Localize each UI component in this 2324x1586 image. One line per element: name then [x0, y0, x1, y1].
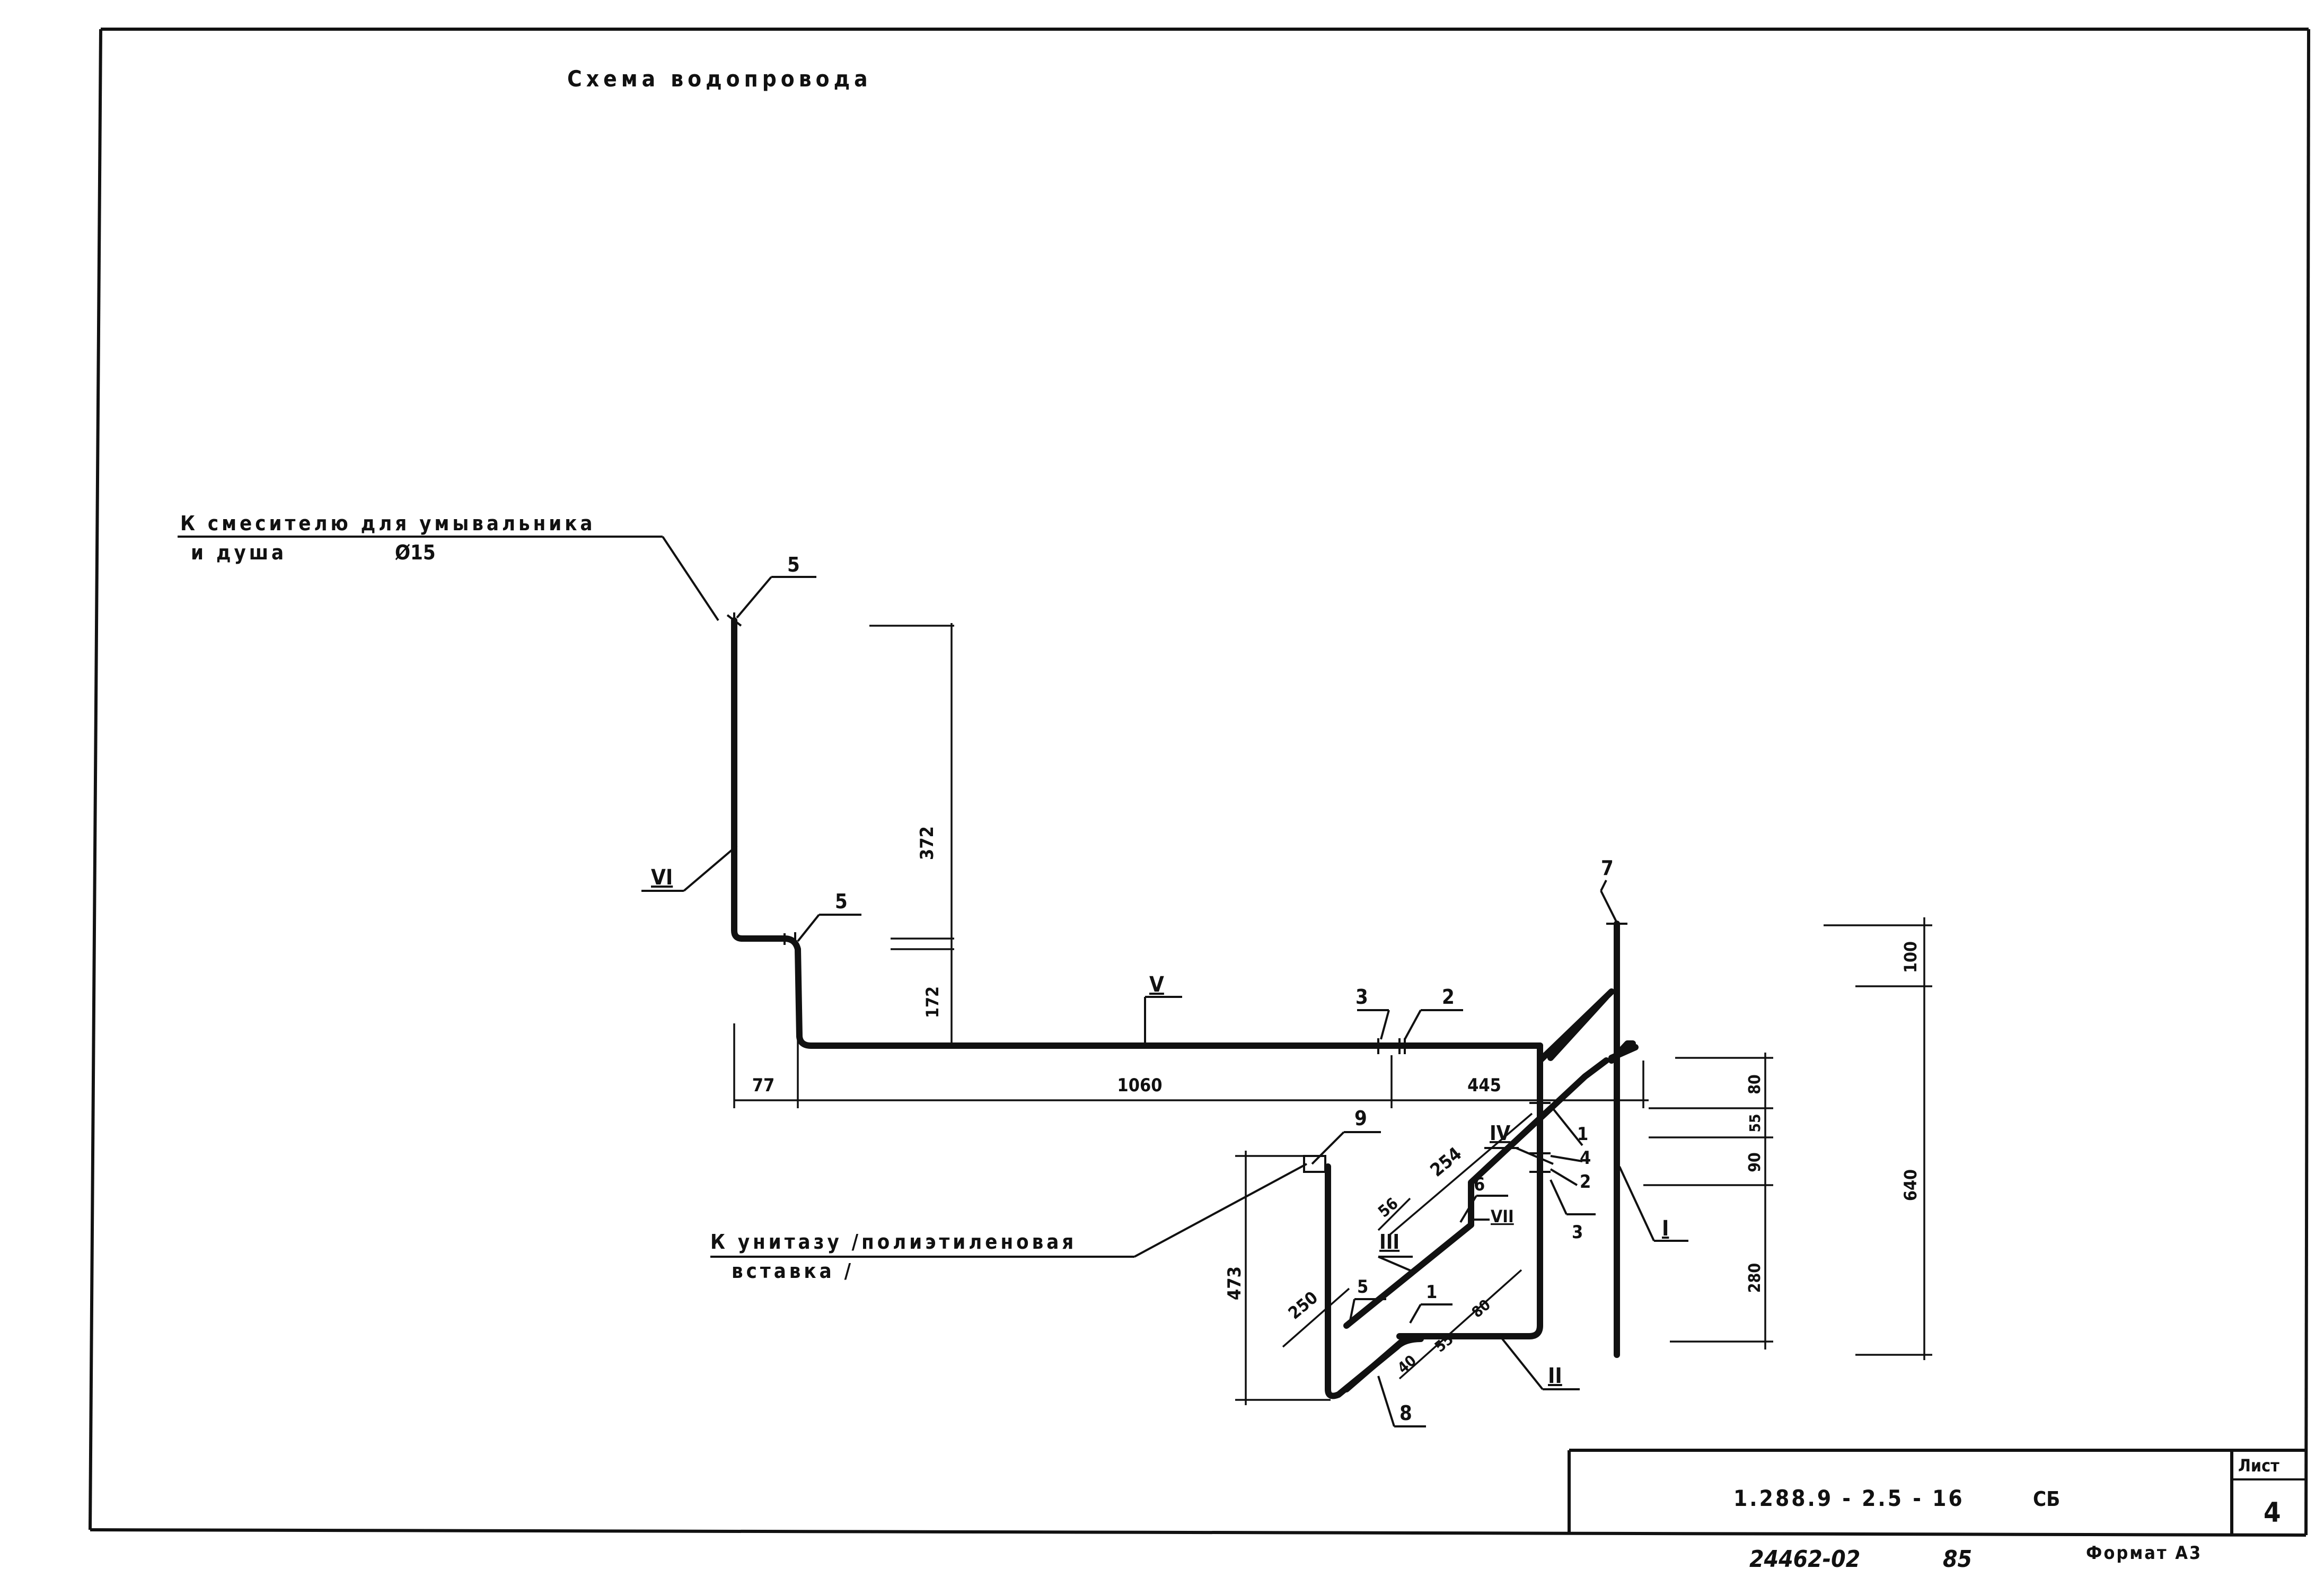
dim-372: 372	[917, 826, 938, 860]
dim-172: 172	[922, 986, 943, 1018]
part-1b: 1	[1426, 1282, 1437, 1303]
toilet-callout-line2: вставка /	[732, 1259, 854, 1283]
part-6: 6	[1474, 1174, 1485, 1195]
sheet-label: Лист	[2238, 1456, 2279, 1476]
footer: 24462-02 85 Формат А3	[1749, 1543, 2202, 1573]
fittings	[726, 612, 1627, 1173]
inventory-number: 24462-02	[1749, 1546, 1860, 1573]
inventory-year: 85	[1943, 1546, 1972, 1573]
section-vi: VI	[651, 865, 673, 890]
dim-56: 56	[1375, 1194, 1402, 1221]
part-4: 4	[1580, 1147, 1591, 1169]
sheet-format: Формат А3	[2086, 1543, 2202, 1564]
part-3a: 3	[1355, 985, 1368, 1009]
part-5a: 5	[787, 553, 800, 576]
dim-40: 40	[1394, 1352, 1420, 1377]
part-5b: 5	[835, 890, 848, 913]
mixer-callout-line2: и душа	[191, 541, 287, 564]
callout-toilet: К унитазу /полиэтиленовая вставка /	[710, 1163, 1307, 1283]
dimension-lines: 372 172 77 1060 445 100 640 80 55 90 280…	[733, 623, 1932, 1405]
dim-445: 445	[1467, 1075, 1501, 1096]
part-7: 7	[1601, 856, 1614, 880]
toilet-callout-line1: К унитазу /полиэтиленовая	[710, 1230, 1077, 1254]
part-2b: 2	[1580, 1171, 1591, 1193]
part-1a: 1	[1577, 1124, 1588, 1145]
dim-100: 100	[1900, 941, 1921, 973]
callout-mixer: К смесителю для умывальника и душа Ø15	[178, 512, 719, 621]
title-block: 1.288.9 - 2.5 - 16 СБ Лист 4	[1568, 1449, 2306, 1534]
dim-640: 640	[1900, 1169, 1921, 1201]
dim-80a: 80	[1746, 1074, 1764, 1094]
section-v: V	[1149, 972, 1164, 997]
dim-80b: 80	[1468, 1296, 1494, 1321]
pipe-branch-toilet	[1325, 1163, 1424, 1399]
dim-90: 90	[1746, 1152, 1764, 1172]
mixer-diameter: Ø15	[395, 541, 436, 564]
part-8: 8	[1399, 1401, 1412, 1425]
mixer-callout-line1: К смесителю для умывальника	[180, 512, 596, 535]
dim-77: 77	[752, 1075, 775, 1096]
section-vii: VII	[1491, 1206, 1514, 1226]
dim-473: 473	[1224, 1266, 1245, 1300]
part-9: 9	[1354, 1107, 1367, 1130]
dim-1060: 1060	[1117, 1075, 1162, 1096]
drawing-title: Схема водопровода	[567, 66, 872, 92]
dim-55a: 55	[1746, 1114, 1764, 1132]
part-2a: 2	[1442, 985, 1455, 1009]
section-labels: VI V I II III IV VII	[641, 845, 1688, 1390]
pipeline	[731, 617, 1639, 1399]
pipe-loop-ii	[1396, 1052, 1543, 1339]
document-code: 1.288.9 - 2.5 - 16	[1733, 1485, 1965, 1511]
drawing-frame	[89, 28, 2310, 1537]
section-iii: III	[1379, 1230, 1399, 1254]
part-3b: 3	[1572, 1222, 1583, 1243]
sheet-number: 4	[2264, 1497, 2281, 1529]
document-suffix: СБ	[2033, 1487, 2060, 1511]
dim-280: 280	[1746, 1263, 1764, 1293]
section-i: I	[1662, 1216, 1669, 1241]
part-marks: 5 5 3 2 7 1 4 2 3 9 6 5 1	[736, 553, 1618, 1427]
pipe-run-vi-v	[731, 617, 1543, 1049]
section-ii: II	[1548, 1364, 1562, 1388]
pipe-diag-iii	[1343, 1057, 1609, 1329]
part-5c: 5	[1357, 1276, 1368, 1298]
